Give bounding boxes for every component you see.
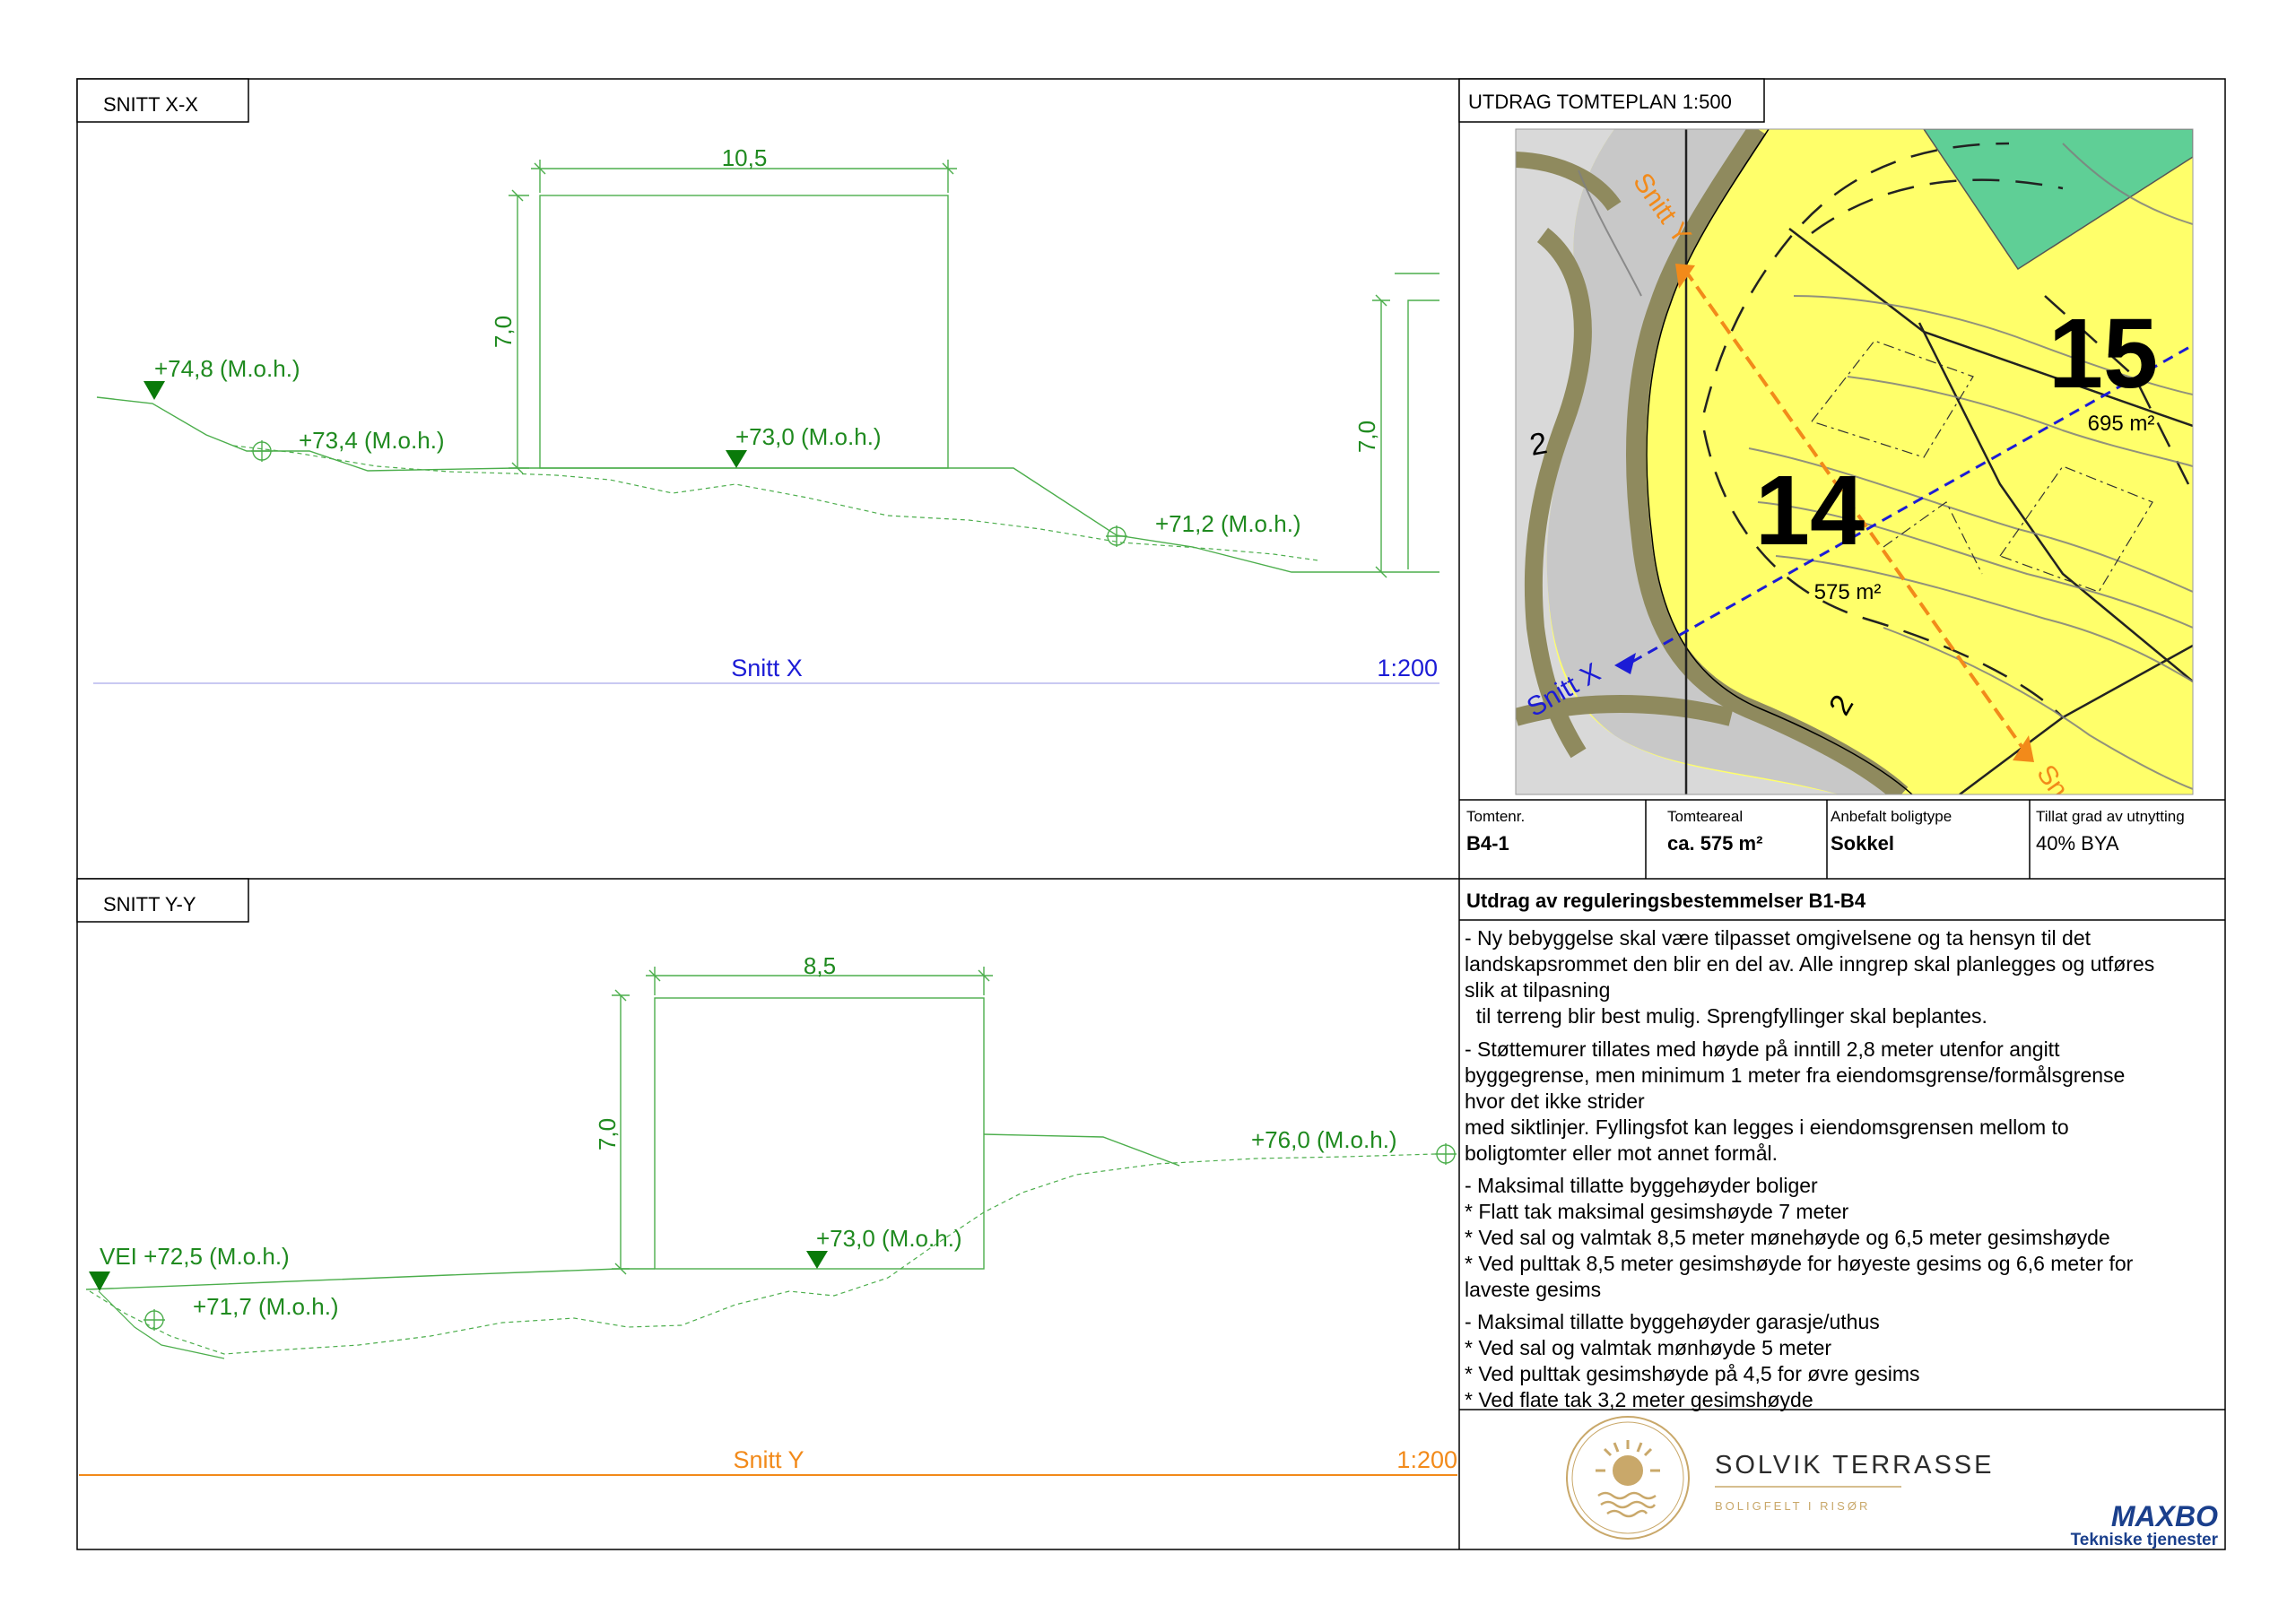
snitt-y-arrow-bottom [2013, 735, 2034, 762]
sheet-frame [76, 78, 2226, 1550]
section-x-level-1: +74,8 (M.o.h.) [154, 355, 300, 382]
snitt-y-arrow-top [1675, 264, 1695, 289]
site-plan-title: UTDRAG TOMTEPLAN 1:500 [1468, 91, 1732, 113]
regulations-lines: - Ny bebyggelse skal være tilpasset omgi… [1465, 926, 2154, 1411]
regulation-line: - Ny bebyggelse skal være tilpasset omgi… [1465, 926, 2092, 950]
plot-info-header-2: Tomteareal [1667, 808, 1743, 825]
section-y-planned-terrain-left [98, 1290, 225, 1359]
plot-number-15: 15 [2048, 299, 2158, 409]
snitt-x-arrow [1614, 653, 1636, 674]
regulation-line: hvor det ikke strider [1465, 1089, 1645, 1113]
regulation-line: * Flatt tak maksimal gesimshøyde 7 meter [1465, 1200, 1849, 1223]
plot-info-value-3: Sokkel [1831, 832, 1894, 855]
regulations: Utdrag av reguleringsbestemmelser B1-B4 … [1465, 890, 2154, 1411]
section-y-scale: 1:200 [1396, 1446, 1457, 1473]
snitt-y-line [1683, 267, 2031, 759]
section-x-level-3: +73,0 (M.o.h.) [735, 423, 882, 450]
section-x-level-marker-3 [726, 450, 747, 468]
section-x-scale: 1:200 [1377, 655, 1438, 681]
regulation-line: slik at tilpasning [1465, 978, 1610, 1002]
section-x-level-2: +73,4 (M.o.h.) [299, 427, 445, 454]
regulations-title: Utdrag av reguleringsbestemmelser B1-B4 [1466, 890, 1866, 912]
regulation-line: med siktlinjer. Fyllingsfot kan legges i… [1465, 1115, 2069, 1139]
section-x-level-4: +71,2 (M.o.h.) [1155, 510, 1301, 537]
plot-info-table: Tomtenr. Tomteareal Anbefalt boligtype T… [1466, 808, 2185, 855]
regulation-line: * Ved sal og valmtak 8,5 meter mønehøyde… [1465, 1226, 2110, 1249]
regulation-line: * Ved pulttak 8,5 meter gesimshøyde for … [1465, 1252, 2134, 1275]
section-y-dim-width: 8,5 [804, 952, 836, 979]
section-y-level-1: VEI +72,5 (M.o.h.) [100, 1243, 290, 1270]
section-x-title: SNITT X-X [103, 93, 198, 116]
regulation-line: boligtomter eller mot annet formål. [1465, 1141, 1778, 1165]
section-x-dim-height-right: 7,0 [1353, 421, 1380, 453]
section-y-geometry [85, 967, 1457, 1331]
section-y-level-3: +73,0 (M.o.h.) [816, 1225, 962, 1252]
section-x-level-marker-1 [144, 381, 165, 400]
plot-info-value-2: ca. 575 m² [1667, 832, 1762, 855]
maxbo-logo: MAXBO [2111, 1500, 2218, 1532]
section-y-label: Snitt Y [733, 1446, 804, 1473]
section-x-existing-terrain [232, 445, 1319, 561]
site-plan: UTDRAG TOMTEPLAN 1:500 [1458, 78, 2194, 795]
plot-number-14: 14 [1755, 456, 1865, 566]
regulation-line: - Støttemurer tillates med høyde på innt… [1465, 1037, 2060, 1061]
section-y-level-marker-3 [806, 1251, 828, 1269]
regulation-line: * Ved sal og valmtak mønhøyde 5 meter [1465, 1336, 1831, 1359]
plot-info-value-4: 40% BYA [2036, 832, 2119, 855]
section-x: SNITT X-X [76, 78, 1439, 684]
plot-area-15: 695 m² [2088, 412, 2155, 436]
section-x-dim-height: 7,0 [490, 316, 517, 348]
regulation-line: laveste gesims [1465, 1278, 1601, 1301]
regulation-line: * Ved flate tak 3,2 meter gesimshøyde [1465, 1388, 1813, 1411]
branding: SOLVIK TERRASSE BOLIGFELT I RISØR MAXBO … [1566, 1416, 2219, 1549]
section-y-level-2: +71,7 (M.o.h.) [193, 1293, 339, 1320]
section-x-label: Snitt X [731, 655, 803, 681]
section-y-dim-height: 7,0 [594, 1118, 621, 1150]
section-y-level-marker-1 [89, 1271, 110, 1291]
plot-area-14: 575 m² [1814, 580, 1882, 604]
solvik-logo-icon [1566, 1416, 1690, 1540]
regulation-line: - Maksimal tillatte byggehøyder boliger [1465, 1174, 1818, 1197]
project-name: SOLVIK TERRASSE [1715, 1451, 1994, 1480]
regulation-line: byggegrense, men minimum 1 meter fra eie… [1465, 1063, 2125, 1087]
section-y-level-4: +76,0 (M.o.h.) [1251, 1126, 1397, 1153]
regulation-line: landskapsrommet den blir en del av. Alle… [1465, 952, 2154, 976]
plot-info-header-3: Anbefalt boligtype [1831, 808, 1952, 825]
project-tagline: BOLIGFELT I RISØR [1715, 1499, 1870, 1513]
regulation-line: til terreng blir best mulig. Sprengfylli… [1465, 1004, 1987, 1028]
site-plan-map: 15 695 m² 14 575 m² Snitt X Snitt Y Sn 2… [1516, 129, 2193, 794]
section-y-title: SNITT Y-Y [103, 893, 196, 916]
plot-info-header-4: Tillat grad av utnytting [2036, 808, 2185, 825]
maxbo-subtitle: Tekniske tjenester [2071, 1531, 2219, 1549]
plot-info-header-1: Tomtenr. [1466, 808, 1525, 825]
plot-info-value-1: B4-1 [1466, 832, 1509, 855]
section-x-dim-width: 10,5 [722, 144, 768, 171]
regulation-line: - Maksimal tillatte byggehøyder garasje/… [1465, 1310, 1880, 1333]
section-y: SNITT Y-Y 8,5 7,0 [76, 878, 1457, 1476]
section-y-existing-terrain [89, 1153, 1436, 1355]
regulation-line: * Ved pulttak gesimshøyde på 4,5 for øvr… [1465, 1362, 1920, 1385]
